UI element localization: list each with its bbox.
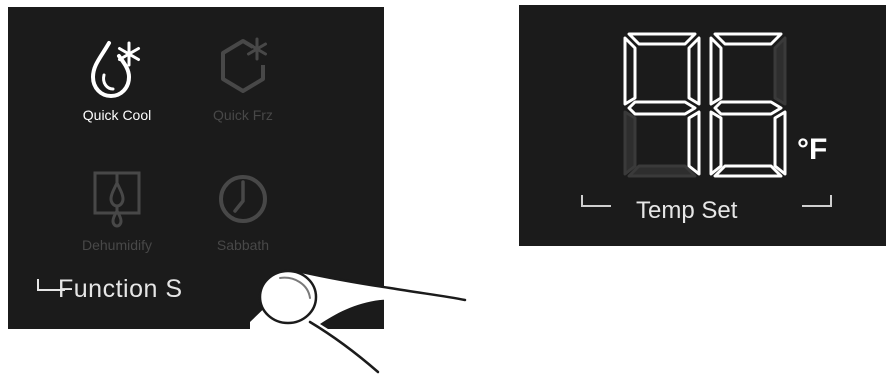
quick-cool-label: Quick Cool — [62, 107, 172, 123]
quick-frz-label: Quick Frz — [188, 107, 298, 123]
door-droplet-icon — [91, 165, 143, 229]
quick-cool-button[interactable]: Quick Cool — [62, 7, 172, 117]
digit-six — [711, 34, 785, 176]
dehumidify-button[interactable]: Dehumidify — [62, 137, 172, 247]
sabbath-label: Sabbath — [188, 237, 298, 253]
water-drop-snowflake-icon — [91, 35, 143, 99]
quick-frz-button[interactable]: Quick Frz — [188, 7, 298, 117]
temp-group-bracket-right — [802, 195, 832, 207]
temp-group-bracket-left — [581, 195, 611, 207]
temp-panel: °F Temp Set — [519, 5, 886, 246]
digit-nine — [625, 34, 699, 176]
temperature-unit: °F — [797, 133, 827, 167]
sabbath-button[interactable]: Sabbath — [188, 137, 298, 247]
clock-icon — [217, 165, 269, 229]
temp-set-label: Temp Set — [636, 197, 737, 225]
temperature-display — [619, 30, 799, 180]
dehumidify-label: Dehumidify — [62, 237, 172, 253]
hexagon-snowflake-icon — [217, 35, 269, 99]
function-select-label: Function S — [58, 275, 183, 304]
finger-pointer-illustration — [250, 262, 480, 374]
